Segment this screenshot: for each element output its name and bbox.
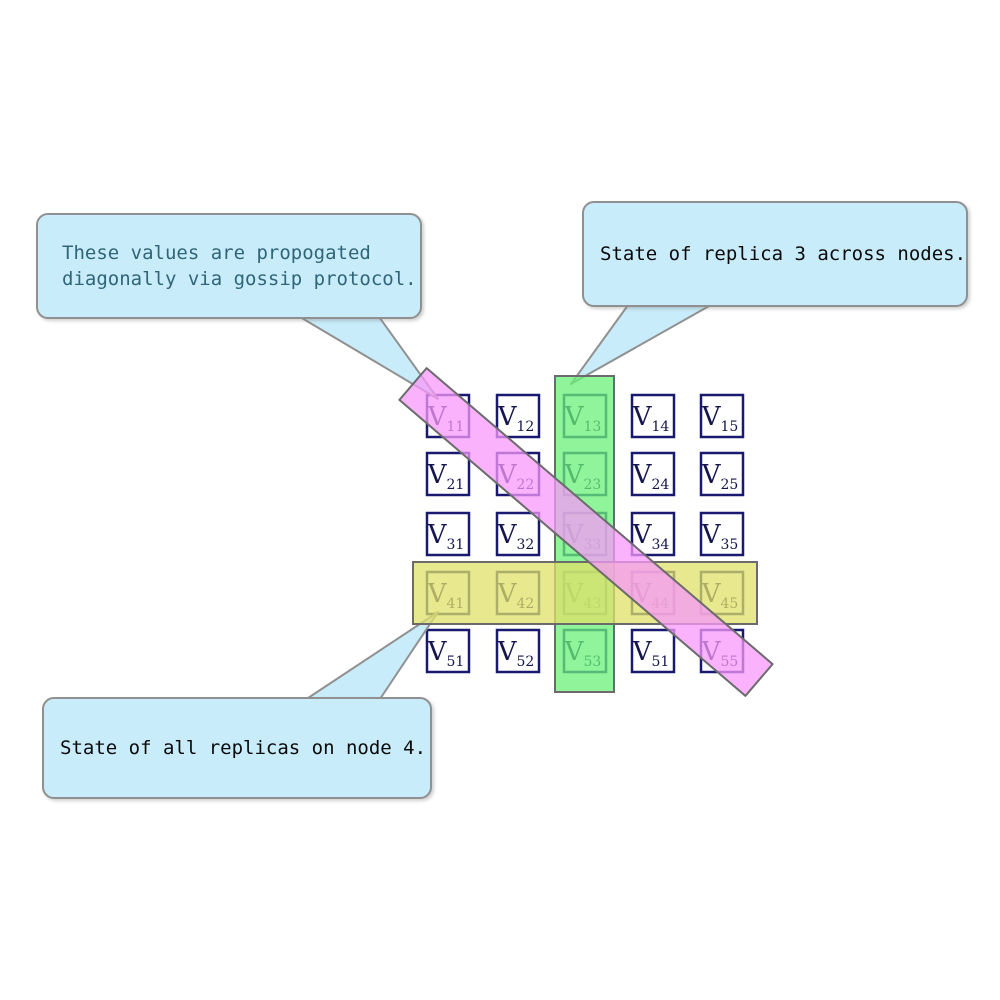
cell-box	[425, 451, 471, 497]
cell-label: V15	[701, 402, 739, 435]
matrix-cell-V35-r3c5: V35	[699, 511, 745, 557]
matrix-cell-V34-r3c4: V34	[630, 511, 676, 557]
matrix-cell-V12-r1c2: V12	[495, 393, 541, 439]
cell-box	[495, 393, 541, 439]
callout-gossip-line2: diagonally via gossip protocol.	[62, 268, 417, 290]
matrix-cell-V25-r2c5: V25	[699, 451, 745, 497]
matrix-cell-V51-r5c4: V51	[630, 628, 676, 674]
cell-box	[495, 511, 541, 557]
callout-node4: State of all replicas on node 4.	[42, 697, 432, 799]
cell-box	[630, 628, 676, 674]
matrix-cell-V15-r1c5: V15	[699, 393, 745, 439]
matrix-cell-V52-r5c2: V52	[495, 628, 541, 674]
matrix-cell-V31-r3c1: V31	[425, 511, 471, 557]
matrix-cell-V14-r1c4: V14	[630, 393, 676, 439]
matrix-cell-V21-r2c1: V21	[425, 451, 471, 497]
cell-box	[495, 628, 541, 674]
cell-box	[630, 393, 676, 439]
diagonal-highlight-gossip	[398, 367, 774, 697]
callout-gossip: These values are propogated diagonally v…	[36, 213, 422, 319]
cell-label: V31	[427, 520, 465, 553]
cell-box	[630, 451, 676, 497]
callout-tail-replica	[570, 300, 719, 385]
callout-gossip-line1: These values are propogated	[62, 242, 371, 264]
cell-box	[630, 511, 676, 557]
matrix-cell-V24-r2c4: V24	[630, 451, 676, 497]
matrix-cell-V51-r5c1: V51	[425, 628, 471, 674]
cell-box	[425, 628, 471, 674]
cell-box	[699, 451, 745, 497]
cell-box	[699, 511, 745, 557]
callout-replica3: State of replica 3 across nodes.	[582, 201, 968, 307]
cell-box	[425, 511, 471, 557]
highlight-bands	[398, 367, 774, 697]
cell-label: V32	[497, 520, 535, 553]
callout-node4-line1: State of all replicas on node 4.	[60, 737, 427, 759]
cell-box	[699, 393, 745, 439]
callout-tail-node4	[301, 611, 439, 703]
callout-replica3-line1: State of replica 3 across nodes.	[600, 243, 967, 265]
matrix-cell-V32-r3c2: V32	[495, 511, 541, 557]
callout-tails	[294, 300, 719, 703]
